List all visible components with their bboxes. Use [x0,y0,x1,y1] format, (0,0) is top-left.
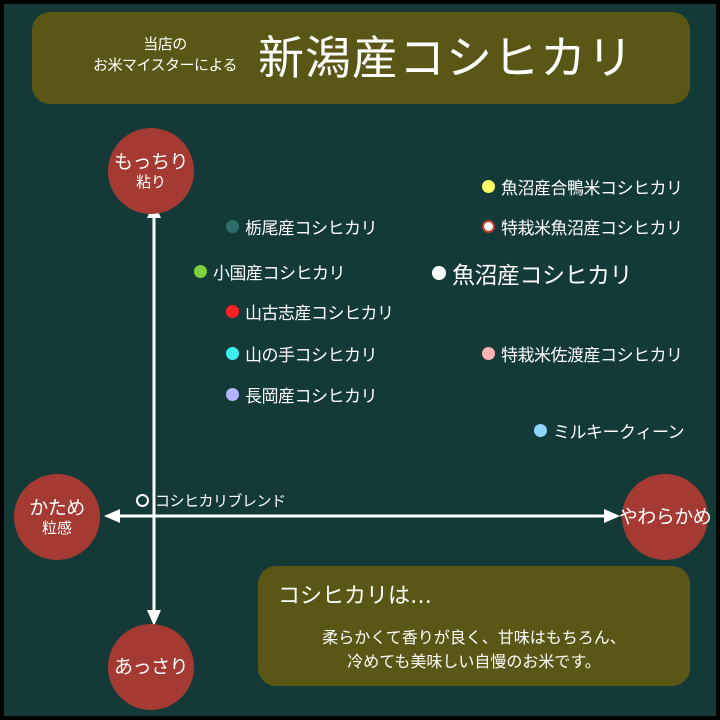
info-body: 柔らかくて香りが良く、甘味はもちろん、 冷めても美味しい自慢のお米です。 [258,626,690,674]
variety-dot [482,180,495,193]
variety-dot [482,220,495,233]
variety-blend: コシヒカリブレンド [136,490,286,511]
info-body-line1: 柔らかくて香りが良く、甘味はもちろん、 [322,628,626,647]
variety-label: 長岡産コシヒカリ [245,387,378,407]
pole-bottom: あっさり [108,624,194,710]
variety-label: 特栽米佐渡産コシヒカリ [501,346,683,366]
variety-dot [226,305,239,318]
variety-uonuma: 魚沼産コシヒカリ [432,256,633,290]
banner-subtitle: 当店の お米マイスターによる [90,34,240,76]
pole-bottom-main: あっさり [113,656,189,678]
variety-label: 栃尾産コシヒカリ [245,219,378,239]
axes [104,202,620,626]
variety-yamakoshi: 山古志産コシヒカリ [226,299,394,324]
variety-dot [136,494,149,507]
variety-oguni: 小国産コシヒカリ [194,259,346,284]
variety-label: 山の手コシヒカリ [245,346,378,366]
pole-top-sub: 粘り [135,172,166,191]
variety-nagaoka: 長岡産コシヒカリ [226,382,378,407]
variety-label: ミルキークィーン [553,423,685,443]
info-title: コシヒカリは… [278,584,433,609]
axis-arrow-left [104,509,120,523]
info-body-line2: 冷めても美味しい自慢のお米です。 [347,652,601,671]
variety-milky-queen: ミルキークィーン [534,418,685,443]
pole-left: かため 粒感 [14,474,100,560]
rice-map-canvas: 当店の お米マイスターによる 新潟産コシヒカリ もっちり 粘り あっさり かため… [4,4,716,716]
variety-label: 魚沼産合鴨米コシヒカリ [501,179,683,199]
variety-label: 小国産コシヒカリ [213,264,346,284]
variety-dot [226,388,239,401]
pole-right-main: やわらかめ [618,506,712,528]
variety-dot [226,347,239,360]
pole-right: やわらかめ [619,474,712,560]
variety-yamanote: 山の手コシヒカリ [226,341,378,366]
variety-label: 魚沼産コシヒカリ [452,263,633,289]
title-banner: 当店の お米マイスターによる 新潟産コシヒカリ [32,12,690,104]
variety-dot [226,220,239,233]
variety-label: コシヒカリブレンド [155,492,286,510]
banner-subtitle-line1: 当店の [143,35,187,53]
pole-left-sub: 粒感 [41,518,72,537]
variety-dot [194,265,207,278]
variety-tokusai-uonuma: 特栽米魚沼産コシヒカリ [482,214,683,239]
variety-label: 特栽米魚沼産コシヒカリ [501,219,683,239]
pole-top: もっちり 粘り [108,128,194,214]
banner-title: 新潟産コシヒカリ [258,31,634,85]
variety-tokusai-sado: 特栽米佐渡産コシヒカリ [482,341,683,366]
variety-dot [482,347,495,360]
axis-arrow-down [147,610,161,626]
axis-arrow-right [604,509,620,523]
variety-uonuma-aigamo: 魚沼産合鴨米コシヒカリ [482,174,683,199]
banner-subtitle-line2: お米マイスターによる [92,56,238,74]
variety-label: 山古志産コシヒカリ [245,304,394,324]
variety-tochio: 栃尾産コシヒカリ [226,214,378,239]
info-box: コシヒカリは… 柔らかくて香りが良く、甘味はもちろん、 冷めても美味しい自慢のお… [258,566,690,686]
variety-dot [534,424,547,437]
pole-top-main: もっちり [113,150,189,173]
variety-dot [432,266,446,280]
pole-left-main: かため [29,496,85,519]
